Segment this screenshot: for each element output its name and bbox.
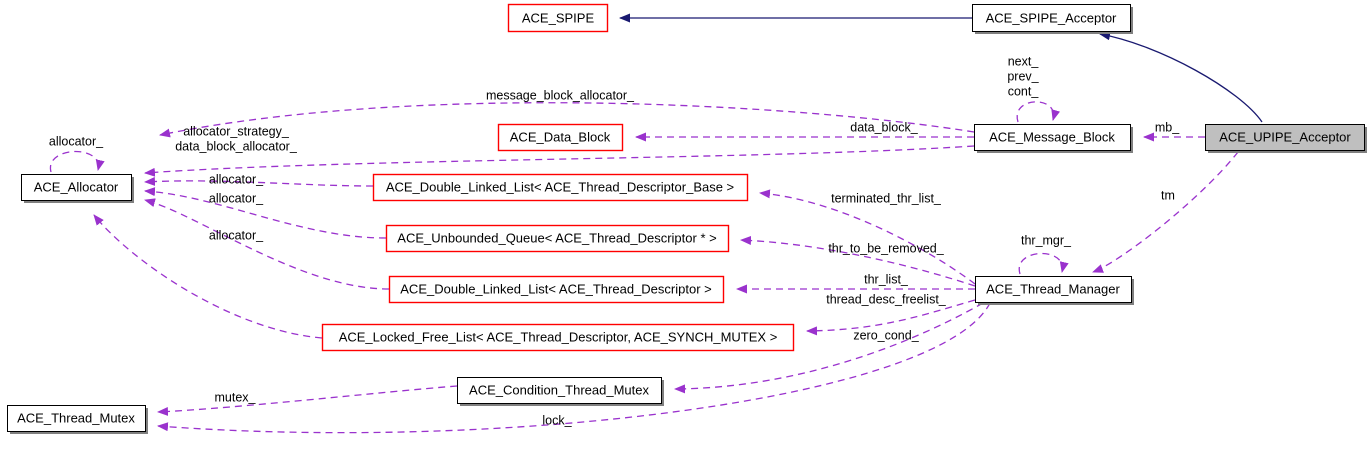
- edge-label-thr-list: thr_list_: [864, 272, 909, 286]
- edge-label-terminated-thr-list: terminated_thr_list_: [831, 191, 942, 205]
- node-ace-allocator[interactable]: ACE_Allocator: [21, 174, 135, 204]
- edge-allocator-strategy-data-block-allocator: [144, 145, 975, 177]
- inheritance-edges: [619, 13, 1263, 123]
- node-ace-message-block-label: ACE_Message_Block: [989, 129, 1115, 144]
- association-edges: [50, 101, 1239, 434]
- edge-allocator-dll-desc: [144, 198, 390, 290]
- node-ace-condition-thread-mutex-label: ACE_Condition_Thread_Mutex: [469, 382, 649, 397]
- node-double-linked-list-thread-descriptor-base-label: ACE_Double_Linked_List< ACE_Thread_Descr…: [386, 179, 734, 194]
- edge-label-zero-cond: zero_cond_: [853, 328, 919, 342]
- edge-label-mutex: mutex_: [215, 390, 257, 404]
- node-ace-data-block-label: ACE_Data_Block: [510, 129, 611, 144]
- edge-mutex: [157, 385, 458, 417]
- edge-label-mb: mb_: [1155, 120, 1180, 134]
- edge-label-thread-desc-freelist: thread_desc_freelist_: [826, 292, 947, 306]
- node-unbounded-queue-thread-descriptor-box[interactable]: [385, 224, 730, 253]
- edge-label-allocator-2: allocator_: [209, 191, 264, 205]
- edge-allocator-unbounded-queue: [144, 187, 387, 239]
- node-double-linked-list-thread-descriptor[interactable]: ACE_Double_Linked_List< ACE_Thread_Descr…: [388, 275, 725, 304]
- node-ace-spipe-label: ACE_SPIPE: [522, 10, 595, 25]
- edge-label-lock: lock_: [542, 413, 572, 427]
- edge-terminated-thr-list: [759, 189, 976, 285]
- edge-message-block-self-loop: [1016, 101, 1061, 123]
- edge-label-prev: prev_: [1007, 69, 1039, 83]
- node-ace-thread-manager-box[interactable]: [975, 276, 1132, 303]
- node-ace-thread-mutex-label: ACE_Thread_Mutex: [17, 410, 135, 425]
- edge-message-block-allocator: [159, 102, 975, 138]
- node-ace-spipe-box[interactable]: [507, 3, 609, 33]
- edge-allocator-locked-free-list: [93, 214, 323, 339]
- node-double-linked-list-thread-descriptor-label: ACE_Double_Linked_List< ACE_Thread_Descr…: [400, 281, 711, 296]
- edge-label-allocator-3: allocator_: [209, 228, 264, 242]
- node-ace-message-block[interactable]: ACE_Message_Block: [974, 124, 1134, 154]
- edge-allocator-self-loop: [50, 150, 105, 173]
- node-locked-free-list[interactable]: ACE_Locked_Free_List< ACE_Thread_Descrip…: [321, 323, 795, 352]
- edge-label-message-block-allocator: message_block_allocator_: [486, 88, 635, 102]
- edge-label-allocator-strategy: allocator_strategy_: [183, 124, 290, 138]
- node-ace-data-block[interactable]: ACE_Data_Block: [497, 123, 624, 152]
- edge-label-thr-mgr: thr_mgr_: [1021, 233, 1072, 247]
- node-ace-upipe-acceptor-label: ACE_UPIPE_Acceptor: [1219, 129, 1351, 144]
- node-ace-allocator-box[interactable]: [21, 174, 132, 201]
- node-ace-condition-thread-mutex-box[interactable]: [457, 377, 662, 404]
- edge-tm: [1092, 151, 1239, 273]
- node-ace-spipe-acceptor-box[interactable]: [972, 4, 1131, 32]
- node-double-linked-list-thread-descriptor-box[interactable]: [388, 275, 725, 304]
- node-ace-thread-manager[interactable]: ACE_Thread_Manager: [975, 276, 1135, 306]
- edge-label-data-block-allocator: data_block_allocator_: [175, 139, 298, 153]
- node-ace-spipe-acceptor-label: ACE_SPIPE_Acceptor: [986, 10, 1117, 25]
- node-locked-free-list-box[interactable]: [321, 323, 795, 352]
- edge-label-data-block: data_block_: [850, 120, 918, 134]
- edge-zero-cond: [674, 302, 984, 394]
- node-ace-spipe-acceptor[interactable]: ACE_SPIPE_Acceptor: [972, 4, 1134, 35]
- edge-thr-to-be-removed: [740, 235, 976, 287]
- edge-thread-desc-freelist: [806, 299, 976, 336]
- edge-thread-manager-self-loop: [1018, 252, 1069, 275]
- node-ace-allocator-label: ACE_Allocator: [34, 179, 119, 194]
- node-double-linked-list-thread-descriptor-base-box[interactable]: [372, 173, 749, 202]
- edge-label-cont: cont_: [1008, 84, 1040, 98]
- edge-allocator-dll-base: [144, 176, 374, 187]
- edge-label-allocator-1: allocator_: [209, 172, 264, 186]
- node-double-linked-list-thread-descriptor-base[interactable]: ACE_Double_Linked_List< ACE_Thread_Descr…: [372, 173, 749, 202]
- edge-label-tm: tm: [1161, 188, 1175, 202]
- node-unbounded-queue-thread-descriptor[interactable]: ACE_Unbounded_Queue< ACE_Thread_Descript…: [385, 224, 730, 253]
- node-unbounded-queue-thread-descriptor-label: ACE_Unbounded_Queue< ACE_Thread_Descript…: [397, 230, 716, 245]
- edge-labels: message_block_allocator_ allocator_ allo…: [49, 54, 1180, 427]
- edge-label-thr-to-be-removed: thr_to_be_removed_: [828, 241, 944, 255]
- edge-upipe-acceptor-inherits-spipe-acceptor: [1099, 31, 1263, 123]
- node-ace-data-block-box[interactable]: [497, 123, 624, 152]
- node-locked-free-list-label: ACE_Locked_Free_List< ACE_Thread_Descrip…: [339, 329, 778, 344]
- edge-label-allocator-self: allocator_: [49, 134, 104, 148]
- edge-label-next: next_: [1008, 54, 1040, 68]
- node-ace-thread-mutex[interactable]: ACE_Thread_Mutex: [7, 405, 149, 435]
- node-ace-thread-mutex-box[interactable]: [7, 405, 146, 432]
- node-ace-thread-manager-label: ACE_Thread_Manager: [986, 281, 1120, 296]
- node-ace-message-block-box[interactable]: [974, 124, 1131, 151]
- node-ace-condition-thread-mutex[interactable]: ACE_Condition_Thread_Mutex: [457, 377, 665, 407]
- node-ace-upipe-acceptor[interactable]: ACE_UPIPE_Acceptor: [1205, 124, 1368, 154]
- node-ace-upipe-acceptor-box[interactable]: [1205, 124, 1365, 151]
- edge-lock: [157, 302, 991, 434]
- node-ace-spipe[interactable]: ACE_SPIPE: [507, 3, 609, 33]
